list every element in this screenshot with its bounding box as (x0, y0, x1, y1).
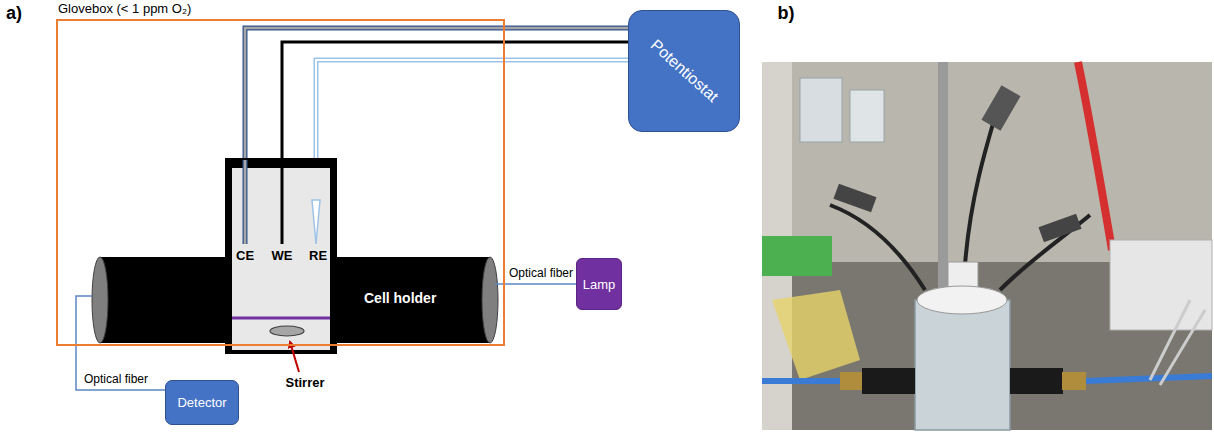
edge-label: Optical fiber (509, 266, 573, 280)
setup-photo-part (1110, 240, 1212, 330)
edge-label: Optical fiber (84, 372, 148, 386)
node-text: Lamp (583, 277, 616, 292)
panel-letter: a) (6, 3, 22, 24)
setup-photo-part (981, 85, 1020, 131)
holder-cylinders-part (100, 257, 225, 343)
holder-cylinders-part (337, 257, 490, 343)
electrodes (245, 160, 320, 244)
setup-photo-part (850, 90, 884, 142)
electrodes-part (244, 160, 247, 244)
panel-letter: b) (778, 3, 795, 24)
detector-box: Detector (165, 380, 239, 425)
potentiostat-box: Potentiostat (628, 10, 740, 132)
setup-photo-part (915, 300, 1010, 430)
setup-photo-part (917, 286, 1007, 314)
electrodes-part (243, 160, 248, 244)
setup-photo-part (800, 78, 842, 142)
electrodes-part (312, 200, 320, 244)
electrode-wires-part (316, 60, 628, 200)
cuvette-cell-part (225, 158, 337, 354)
part-label: Stirrer (286, 375, 325, 390)
electrode-label: RE (309, 248, 327, 263)
setup-photo-part (762, 236, 832, 276)
holder-cylinders-part (482, 257, 498, 343)
setup-photo-part (1010, 368, 1063, 394)
setup-photo-part (762, 62, 1212, 430)
electrode-wires-part (316, 60, 628, 200)
lamp-box: Lamp (576, 258, 622, 310)
setup-photo (762, 62, 1212, 430)
node-text: Potentiostat (647, 36, 722, 106)
electrodes-part (281, 160, 284, 244)
setup-photo-part (862, 368, 915, 394)
node-text: Glovebox (< 1 ppm O₂) (58, 1, 191, 16)
setup-photo-part (1038, 214, 1081, 243)
setup-photo-part (833, 184, 876, 213)
setup-photo-part (830, 205, 925, 290)
electrode-label: WE (272, 248, 293, 263)
setup-photo-part (1086, 376, 1212, 381)
setup-photo-part (762, 62, 1212, 262)
cell-holder: Cell holder (92, 257, 495, 343)
node-text: Detector (177, 395, 226, 410)
setup-photo-part (772, 290, 860, 380)
setup-photo-part (840, 372, 864, 390)
optical-fiber (495, 283, 576, 285)
cuvette-cell-part (232, 317, 330, 320)
holder-cylinders-part (92, 257, 108, 343)
stirrer-leader (290, 342, 299, 372)
node-text: Cell holder (364, 290, 436, 306)
cuvette-cell (225, 158, 337, 354)
optical-fiber (76, 296, 165, 390)
electrode-label: CE (236, 248, 254, 263)
setup-photo-part (1150, 300, 1205, 385)
glovebox-outline: Glovebox (< 1 ppm O₂)Cell holder (56, 19, 505, 346)
cuvette-cell-part (270, 326, 304, 336)
setup-photo-part (1062, 372, 1086, 390)
